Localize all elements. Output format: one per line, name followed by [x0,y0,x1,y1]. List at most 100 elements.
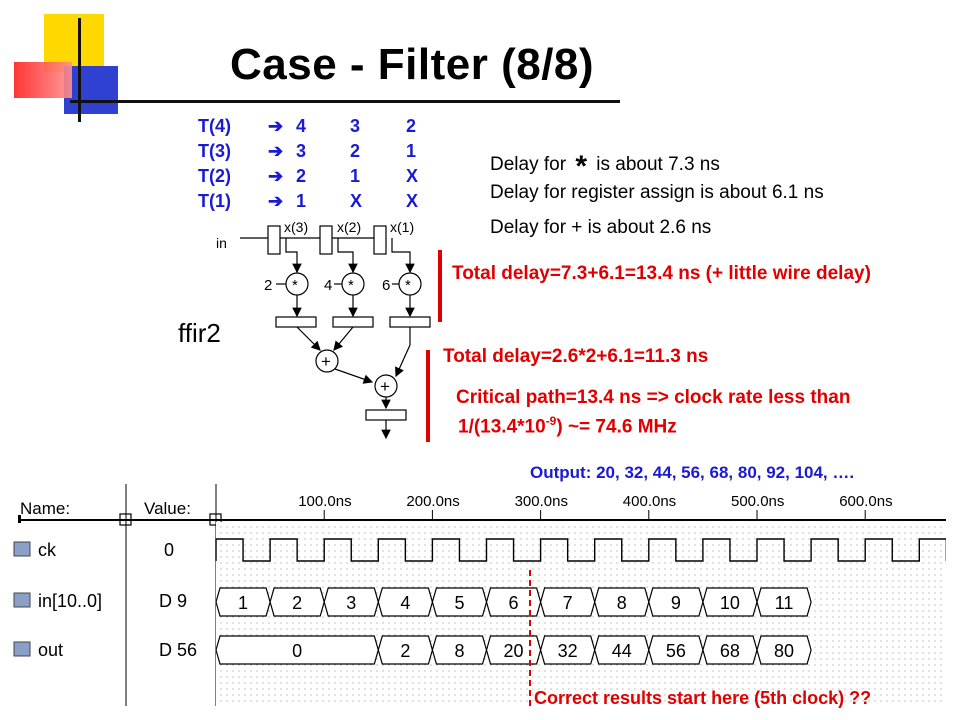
freq-exponent: -9 [545,414,557,428]
timeline-value: X [406,166,419,186]
multiply-symbol: * [348,277,354,294]
output-bus-value: 56 [666,641,686,661]
output-bus-segment [756,635,812,665]
signal-value: D 9 [159,591,187,611]
slide-title: Case - Filter (8/8) [230,40,595,89]
circuit-input-label: in [216,235,227,251]
timeline-value: 4 [296,116,307,136]
timeline-value: 1 [350,166,361,186]
delay-mult-prefix: Delay for [490,154,567,175]
output-bus-value: 0 [292,641,302,661]
register-3 [373,225,387,255]
signal-row-ck[interactable]: ck 0 [13,540,174,560]
deco-blue-square [64,66,118,114]
input-bus-segment [756,587,812,617]
timeline-value: 3 [296,141,307,161]
signal-name: out [38,640,63,660]
add-symbol: + [380,377,390,396]
tap-label: x(2) [337,219,361,235]
wire [296,326,321,351]
output-bus-value: 80 [774,641,794,661]
tap-label: x(3) [284,219,308,235]
timeline-value: 2 [296,166,307,186]
product-register-3 [389,316,431,328]
waveform-header [4,490,946,520]
module-label: ffir2 [178,318,221,348]
input-bus-value: 7 [563,593,573,613]
multiply-symbol: * [405,277,411,294]
adder-1 [315,349,339,373]
signal-row-out[interactable]: out D 56 [13,640,197,660]
timeline-label: T(2) [198,166,231,186]
output-bus-value: 32 [558,641,578,661]
clock-trace [215,538,948,562]
name-column-header: Name: [20,499,70,518]
input-bus-value: 3 [346,593,356,613]
timeline-value: 1 [296,191,307,211]
wire [391,238,415,274]
signal-row-in[interactable]: in[10..0] D 9 [13,591,187,611]
time-label: 400.0ns [623,493,676,510]
input-bus-value: 8 [617,593,627,613]
input-bus-value: 2 [292,593,302,613]
delay-mult-suffix: is about 7.3 ns [596,154,720,175]
output-sequence-note: Output: 20, 32, 44, 56, 68, 80, 92, 104,… [530,463,855,482]
timeline-label: T(4) [198,116,231,136]
timeline-label: T(1) [198,191,231,211]
arrow-icon: ➔ [268,166,284,186]
multiply-symbol: * [292,277,298,294]
value-column-header: Value: [144,499,191,518]
fir-circuit-diagram: in x(3) x(2) x(1) * * * 2 4 6 + + [216,219,442,442]
signal-value: 0 [164,540,174,560]
signal-name: ck [38,540,57,560]
clock-waveform [215,538,948,562]
input-bus-value: 11 [775,593,794,613]
output-bus-icon [13,641,31,657]
register-1 [267,225,281,255]
timeline-label: T(3) [198,141,231,161]
wire [333,326,354,351]
delay-mult-line: Delay for * is about 7.3 ns [490,144,720,183]
product-register-2 [332,316,374,328]
timeline-value: 2 [350,141,361,161]
input-bus-value: 10 [720,593,740,613]
deco-vertical-line [78,18,81,122]
input-bus-value: 4 [400,593,410,613]
input-bus-value: 5 [454,593,464,613]
input-bus-value: 9 [671,593,681,613]
coef-label: 6 [382,277,390,294]
title-underline [70,100,620,103]
add-symbol: + [321,352,331,371]
coef-label: 2 [264,277,272,294]
red-bar [438,250,442,322]
time-label: 100.0ns [298,493,351,510]
coef-label: 4 [324,277,332,294]
register-2 [319,225,333,255]
time-label: 300.0ns [515,493,568,510]
input-bus-value: 1 [238,593,248,613]
timeline-value: X [350,191,363,211]
time-label: 500.0ns [731,493,784,510]
arrow-icon: ➔ [268,191,284,211]
delay-add-line: Delay for + is about 2.6 ns [490,217,712,238]
output-bus-value: 44 [612,641,632,661]
clock-frequency-text: 1/(13.4*10-9) ~= 74.6 MHz [458,414,677,438]
timeline-value: 1 [406,141,417,161]
product-register-1 [275,316,317,328]
mult-symbol: * [575,150,587,183]
red-bar [426,350,430,442]
output-register [365,409,407,421]
time-label: 600.0ns [839,493,892,510]
wire [334,368,374,384]
timeline-value: X [406,191,419,211]
arrow-icon: ➔ [268,116,284,136]
signal-value: D 56 [159,640,197,660]
input-bus-icon [13,592,31,608]
output-bus-value: 2 [400,641,410,661]
freq-prefix: 1/(13.4*10 [458,416,546,438]
